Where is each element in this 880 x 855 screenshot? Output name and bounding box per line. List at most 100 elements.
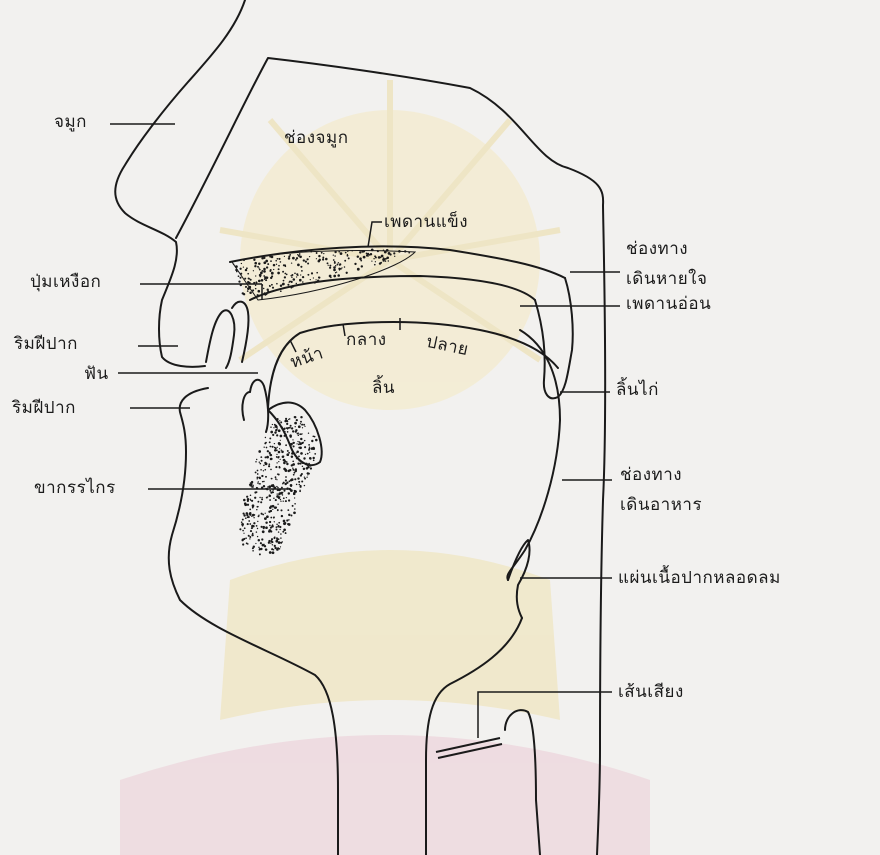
stipple-dot bbox=[313, 448, 315, 450]
stipple-dot bbox=[282, 494, 283, 495]
stipple-dot bbox=[280, 533, 282, 535]
stipple-dot bbox=[273, 269, 274, 270]
stipple-dot bbox=[249, 509, 251, 511]
stipple-dot bbox=[266, 456, 269, 459]
stipple-dot bbox=[375, 261, 376, 262]
stipple-dot bbox=[274, 521, 275, 522]
stipple-dot bbox=[311, 272, 313, 274]
stipple-dot bbox=[260, 501, 262, 503]
stipple-dot bbox=[271, 478, 273, 480]
stipple-dot bbox=[281, 515, 283, 517]
stipple-dot bbox=[346, 272, 348, 274]
stipple-dot bbox=[271, 432, 273, 434]
stipple-dot bbox=[329, 267, 331, 269]
stipple-dot bbox=[259, 497, 260, 498]
stipple-dot bbox=[286, 497, 287, 498]
stipple-dot bbox=[303, 457, 305, 459]
stipple-dot bbox=[383, 260, 385, 262]
stipple-dot bbox=[303, 468, 305, 470]
stipple-dot bbox=[398, 250, 401, 253]
stipple-dot bbox=[305, 261, 307, 263]
stipple-dot bbox=[271, 272, 274, 275]
stipple-dot bbox=[293, 278, 296, 281]
stipple-dot bbox=[299, 484, 301, 486]
stipple-dot bbox=[300, 423, 301, 424]
stipple-dot bbox=[339, 269, 340, 270]
stipple-dot bbox=[285, 500, 287, 502]
stipple-dot bbox=[296, 443, 297, 444]
stipple-dot bbox=[277, 418, 279, 420]
stipple-dot bbox=[305, 463, 308, 466]
stipple-dot bbox=[261, 460, 263, 462]
label-tongue: ลิ้น bbox=[372, 378, 395, 398]
stipple-dot bbox=[243, 499, 246, 502]
stipple-dot bbox=[269, 452, 271, 454]
stipple-dot bbox=[260, 463, 262, 465]
stipple-dot bbox=[264, 442, 266, 444]
stipple-dot bbox=[386, 249, 389, 252]
stipple-dot bbox=[271, 275, 273, 277]
stipple-dot bbox=[245, 537, 247, 539]
stipple-dot bbox=[322, 258, 324, 260]
stipple-dot bbox=[291, 262, 292, 263]
stipple-dot bbox=[304, 478, 306, 480]
stipple-dot bbox=[268, 540, 270, 542]
stipple-dot bbox=[242, 292, 244, 294]
stipple-dot bbox=[256, 525, 258, 527]
stipple-dot bbox=[253, 522, 255, 524]
stipple-dot bbox=[296, 452, 297, 453]
stipple-dot bbox=[305, 454, 306, 455]
stipple-dot bbox=[315, 279, 316, 280]
stipple-dot bbox=[257, 528, 258, 529]
stipple-dot bbox=[294, 422, 297, 425]
stipple-dot bbox=[247, 504, 249, 506]
stipple-dot bbox=[339, 265, 340, 266]
stipple-dot bbox=[244, 527, 246, 529]
stipple-dot bbox=[262, 481, 264, 483]
stipple-dot bbox=[273, 497, 275, 499]
stipple-dot bbox=[288, 257, 290, 259]
stipple-dot bbox=[276, 462, 277, 463]
stipple-dot bbox=[287, 509, 289, 511]
stipple-dot bbox=[295, 426, 296, 427]
stipple-dot bbox=[283, 264, 285, 266]
stipple-dot bbox=[240, 273, 242, 275]
stipple-dot bbox=[316, 258, 317, 259]
stipple-dot bbox=[276, 529, 278, 531]
stipple-dot bbox=[345, 252, 347, 254]
stipple-dot bbox=[283, 482, 285, 484]
stipple-dot bbox=[292, 439, 293, 440]
stipple-dot bbox=[383, 250, 385, 252]
stipple-dot bbox=[262, 530, 265, 533]
stipple-dot bbox=[293, 474, 295, 476]
stipple-dot bbox=[263, 526, 265, 528]
stipple-dot bbox=[283, 455, 284, 456]
stipple-dot bbox=[304, 440, 305, 441]
stipple-dot bbox=[282, 531, 284, 533]
stipple-dot bbox=[260, 456, 262, 458]
stipple-dot bbox=[269, 446, 271, 448]
jaw-stipple bbox=[239, 416, 317, 555]
stipple-dot bbox=[344, 266, 346, 268]
stipple-dot bbox=[260, 469, 262, 471]
stipple-dot bbox=[327, 262, 329, 264]
stipple-dot bbox=[263, 275, 265, 277]
stipple-dot bbox=[296, 457, 299, 460]
stipple-dot bbox=[298, 434, 300, 436]
stipple-dot bbox=[243, 533, 244, 534]
stipple-dot bbox=[275, 260, 277, 262]
stipple-dot bbox=[259, 548, 261, 550]
stipple-dot bbox=[280, 440, 281, 441]
stipple-dot bbox=[266, 266, 268, 268]
stipple-dot bbox=[261, 498, 263, 500]
stipple-dot bbox=[263, 481, 264, 482]
stipple-dot bbox=[280, 284, 282, 286]
stipple-dot bbox=[256, 509, 257, 510]
stipple-dot bbox=[265, 469, 267, 471]
stipple-dot bbox=[280, 261, 282, 263]
stipple-dot bbox=[334, 262, 336, 264]
stipple-dot bbox=[259, 269, 261, 271]
stipple-dot bbox=[301, 270, 303, 272]
stipple-dot bbox=[280, 501, 281, 502]
label-alveolar-ridge: ปุ่มเหงือก bbox=[30, 272, 101, 292]
